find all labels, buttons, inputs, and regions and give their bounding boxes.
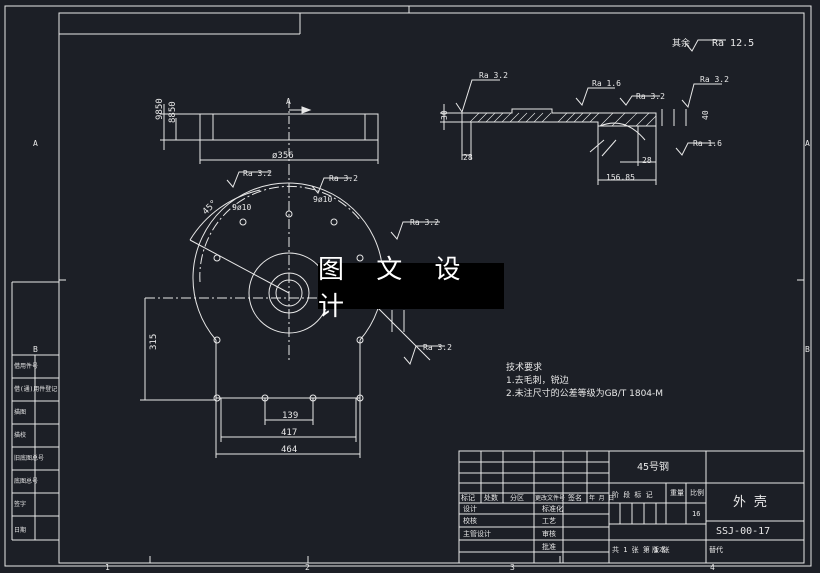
header-weight: 重量 (670, 489, 684, 497)
zone-1: 1 (105, 563, 110, 572)
row-design: 设计 (463, 504, 477, 513)
side-label-7: 签字 (14, 500, 26, 508)
zone-4: 4 (710, 563, 715, 572)
replace-label: 替代 (709, 545, 723, 554)
inner-frame (58, 12, 805, 564)
roughness-section-2: Ra 3.2 (636, 92, 665, 101)
dim-9-holes-b: 9ø10 (313, 195, 332, 204)
side-label-2: 借(通)用件登记 (14, 385, 57, 393)
notes-line-1: 1.去毛刺，锐边 (506, 374, 569, 386)
header-zone: 分区 (510, 493, 524, 502)
watermark-banner: 图 文 设 计 (318, 255, 504, 322)
side-label-8: 日期 (14, 526, 26, 534)
section-hatch (469, 112, 657, 127)
zone-3: 3 (510, 563, 515, 572)
side-label-6: 底图总号 (14, 477, 38, 485)
dim-8850: 8850 (168, 101, 178, 123)
header-mark: 标记 (461, 493, 475, 502)
dim-464: 464 (281, 445, 297, 455)
zone-b-right: B (805, 345, 810, 354)
dim-417: 417 (281, 428, 297, 438)
part-name: 外 壳 (733, 495, 767, 510)
roughness-plan-1: Ra 3.2 (243, 169, 272, 178)
outer-frame (4, 5, 812, 567)
dim-28b: 28 (642, 156, 652, 165)
dim-28a: 28 (463, 153, 473, 162)
row-approve: 批准 (542, 542, 556, 551)
side-label-4: 描校 (14, 431, 26, 439)
zone-a-left: A (33, 139, 38, 148)
roughness-plan-4: Ra 3.2 (423, 343, 452, 352)
title-block (458, 450, 805, 564)
row-standard: 标准化 (542, 504, 563, 513)
side-label-1: 借用件号 (14, 362, 38, 370)
roughness-section-4: Ra 1.6 (693, 139, 722, 148)
sheet-count: 共 1 张 第 1 张 (612, 545, 670, 554)
dim-9850: 9850 (155, 98, 165, 120)
row-manager: 主管设计 (463, 529, 491, 538)
dim-40: 40 (701, 110, 710, 120)
roughness-plan-2: Ra 3.2 (329, 174, 358, 183)
header-count: 处数 (484, 493, 498, 502)
row-process: 工艺 (542, 517, 556, 525)
roughness-general-prefix: 其余 (672, 37, 690, 49)
header-stage: 阶 段 标 记 (612, 490, 653, 499)
side-label-3: 描图 (14, 408, 26, 416)
dim-diameter-356: ø356 (272, 151, 294, 161)
section-mark-a: A (286, 97, 291, 106)
dim-156-85: 156.85 (606, 173, 635, 182)
row-check: 校核 (463, 516, 477, 525)
dim-315: 315 (149, 334, 159, 350)
side-label-5: 旧底图总号 (14, 454, 44, 462)
roughness-section-1: Ra 1.6 (592, 79, 621, 88)
elevation-view (160, 100, 379, 170)
header-sign: 签名 (568, 493, 582, 502)
dim-9-holes-a: 9ø10 (232, 203, 251, 212)
zone-a-right: A (805, 139, 810, 148)
scale-value: 16 (692, 510, 700, 518)
roughness-top-left: Ra 3.2 (479, 71, 508, 80)
header-change-doc: 更改文件号 (535, 494, 565, 502)
zone-2: 2 (305, 563, 310, 572)
zone-b-left: B (33, 345, 38, 354)
dim-30: 30 (440, 110, 449, 120)
roughness-general: Ra 12.5 (712, 38, 754, 49)
roughness-plan-3: Ra 3.2 (410, 218, 439, 227)
header-ratio: 比例 (690, 488, 704, 497)
header-date: 年 月 日 (589, 494, 614, 502)
section-view (440, 104, 687, 185)
drawing-number: SSJ-00-17 (716, 526, 770, 537)
version-label: 版本 (652, 545, 666, 554)
notes-line-2: 2.未注尺寸的公差等级为GB/T 1804-M (506, 387, 663, 399)
row-review: 审核 (542, 529, 556, 538)
notes-heading: 技术要求 (506, 361, 542, 373)
dim-139: 139 (282, 411, 298, 421)
roughness-section-3: Ra 3.2 (700, 75, 729, 84)
dim-45-deg: 45° (201, 198, 220, 217)
material: 45号钢 (637, 460, 669, 473)
